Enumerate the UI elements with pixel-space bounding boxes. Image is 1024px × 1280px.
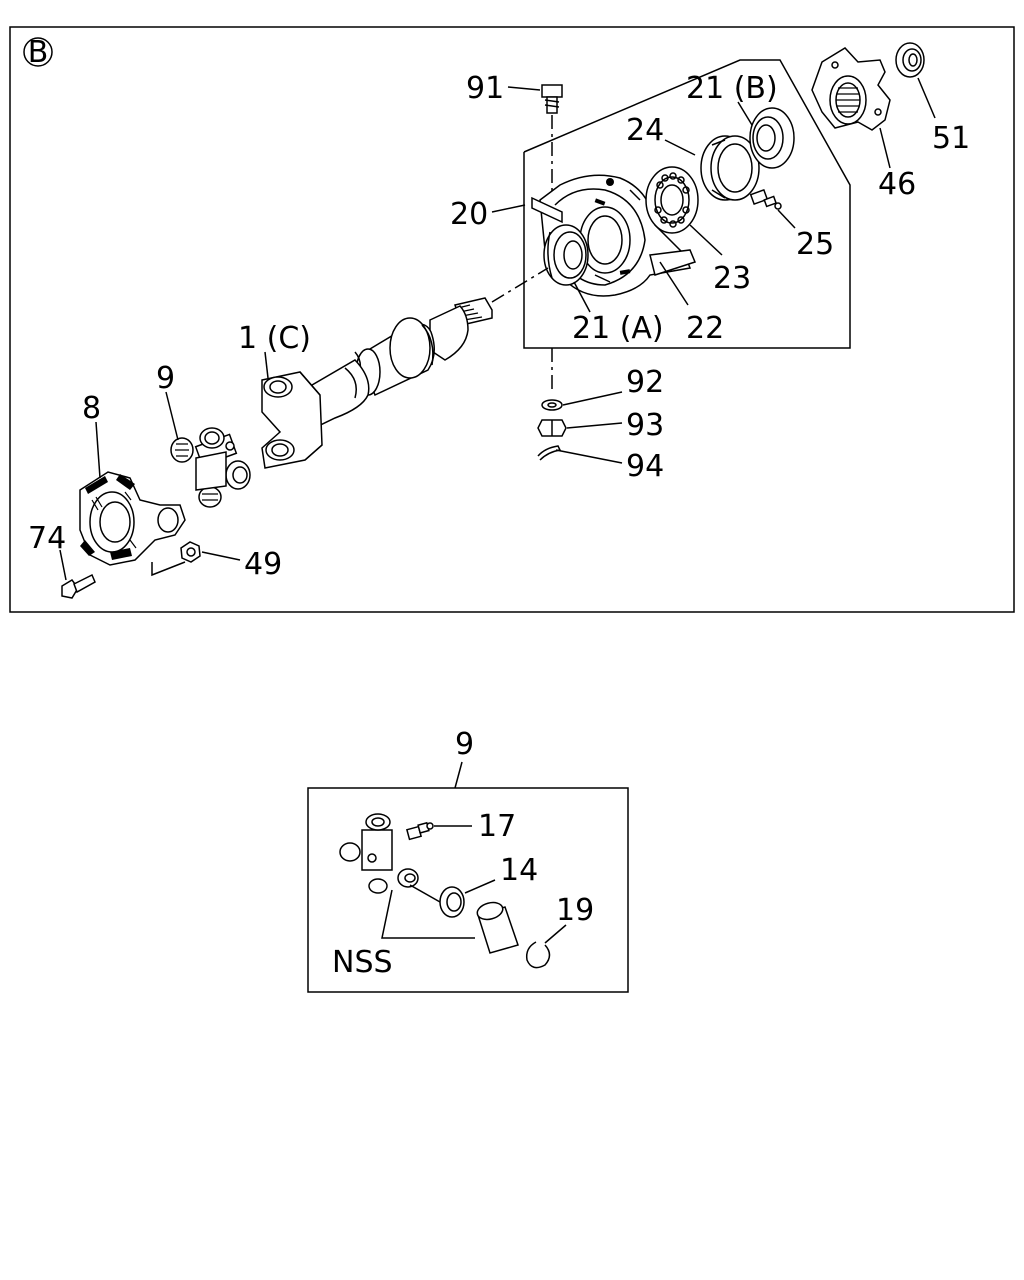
label-24: 24 [626,113,664,148]
label-1c: 1 (C) [238,321,311,356]
washer-92-hole [547,402,557,408]
label-25: 25 [796,227,834,262]
label-20: 20 [450,197,488,232]
label-93: 93 [626,408,664,443]
nut-93 [537,419,567,437]
seal-21a [543,224,589,286]
label-21b: 21 (B) [686,71,778,106]
universal-joint-9 [170,427,251,508]
axis-line-shaft [491,267,549,303]
label-92: 92 [626,365,664,400]
propeller-shaft-1c [261,297,493,469]
detail-view-frame [307,787,629,993]
view-marker-label: B [28,35,49,70]
bolt-74 [61,573,96,599]
washer-92 [541,399,563,411]
slinger-24 [700,135,760,201]
nut-51 [895,42,925,78]
label-21a: 21 (A) [572,311,664,346]
detail-seal-14 [439,886,465,918]
bearing-assembly-boundary [523,59,851,349]
label-9: 9 [156,361,175,396]
cotter-pin-94 [537,445,562,461]
detail-label-nss: NSS [332,945,393,980]
bolt-91 [541,84,563,114]
detail-label-19: 19 [556,893,594,928]
bracket-49 [151,561,186,577]
detail-title-leader [454,761,463,789]
detail-label-14: 14 [500,853,538,888]
label-46: 46 [878,167,916,202]
nut-49 [180,541,201,563]
detail-spider [339,813,419,894]
label-8: 8 [82,391,101,426]
seal-21b [749,107,795,169]
detail-title: 9 [455,727,474,762]
label-49: 49 [244,547,282,582]
detail-leader-lines [381,825,567,944]
detail-bearing-cup [476,901,519,954]
label-74: 74 [28,521,66,556]
label-91: 91 [466,71,504,106]
grease-nipple-25 [749,188,782,210]
view-marker: B [23,35,53,70]
label-23: 23 [713,261,751,296]
detail-label-17: 17 [478,809,516,844]
flange-yoke-8 [79,471,186,566]
detail-snap-ring-19 [525,941,551,969]
label-51: 51 [932,121,970,156]
label-22: 22 [686,311,724,346]
detail-grease-nipple-17 [405,821,434,841]
leader-lines [59,77,936,581]
label-94: 94 [626,449,664,484]
flange-yoke-46 [811,47,891,131]
bearing-23 [645,166,699,234]
main-view-frame [9,26,1015,613]
